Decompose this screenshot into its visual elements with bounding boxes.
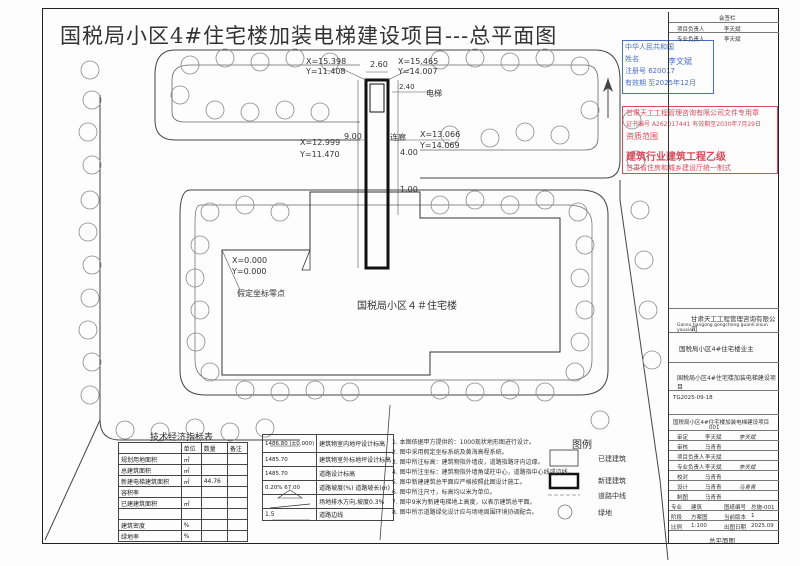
table-header <box>118 442 182 454</box>
coord-label: Y=11.470 <box>300 150 340 159</box>
coord-label: Y=11.408 <box>306 67 346 76</box>
qualification-stamp <box>622 106 778 174</box>
dimension-label: 9.00 <box>344 132 362 141</box>
building-label: 国税局小区４＃住宅楼 <box>357 301 457 312</box>
passage-label: 连廊 <box>390 133 406 142</box>
dimension-label: 4.00 <box>400 148 418 157</box>
coord-label: Y=14.069 <box>420 141 460 150</box>
drawing-frame <box>42 8 779 544</box>
dimension-label: 2.40 <box>399 83 415 91</box>
drawing-title: 国税局小区4#住宅楼加装电梯建设项目---总平面图 <box>60 24 558 48</box>
coord-label: X=13.066 <box>420 130 461 139</box>
table-header: 单位 <box>180 442 202 454</box>
legend-item: 新建建筑 <box>598 477 626 485</box>
dimension-label: 2.60 <box>370 60 388 69</box>
table-header: 数量 <box>200 442 228 454</box>
company-name: 甘肃天工工程管理咨询有限公司 <box>691 315 776 333</box>
coord-label: Y=14.007 <box>398 67 438 76</box>
table-row <box>118 508 249 520</box>
table-row: 单位 数量 备注 <box>118 442 249 454</box>
coord-label: Y=0.000 <box>232 267 267 276</box>
coord-label: X=0.000 <box>232 256 268 265</box>
datum-label: 假定坐标零点 <box>237 289 285 298</box>
table-row: 容积率 <box>118 486 249 498</box>
dimension-label: 1.00 <box>400 185 418 194</box>
table-row: 绿地率% <box>118 530 249 542</box>
legend-title: 图例 <box>572 440 592 451</box>
coord-label: X=15.465 <box>398 57 439 66</box>
coord-label: X=15.398 <box>306 57 347 66</box>
tech-table-title: 技术经济指标表 <box>150 433 214 443</box>
north-arrow-icon <box>603 78 613 118</box>
table-row: 1486.80 (±0.000)建筑物室内地坪设计标高 <box>261 434 395 453</box>
legend-item: 道路中线 <box>598 492 626 500</box>
table-row: 场地排水方向,坡度0.3% <box>261 494 395 509</box>
legend-item: 已建建筑 <box>598 455 626 463</box>
coord-label: X=12.999 <box>300 138 341 147</box>
table-header: 备注 <box>226 442 249 454</box>
elevator-label: 电梯 <box>426 89 442 98</box>
legend-item: 绿地 <box>598 509 612 517</box>
table-row: 建筑密度% <box>118 519 249 531</box>
